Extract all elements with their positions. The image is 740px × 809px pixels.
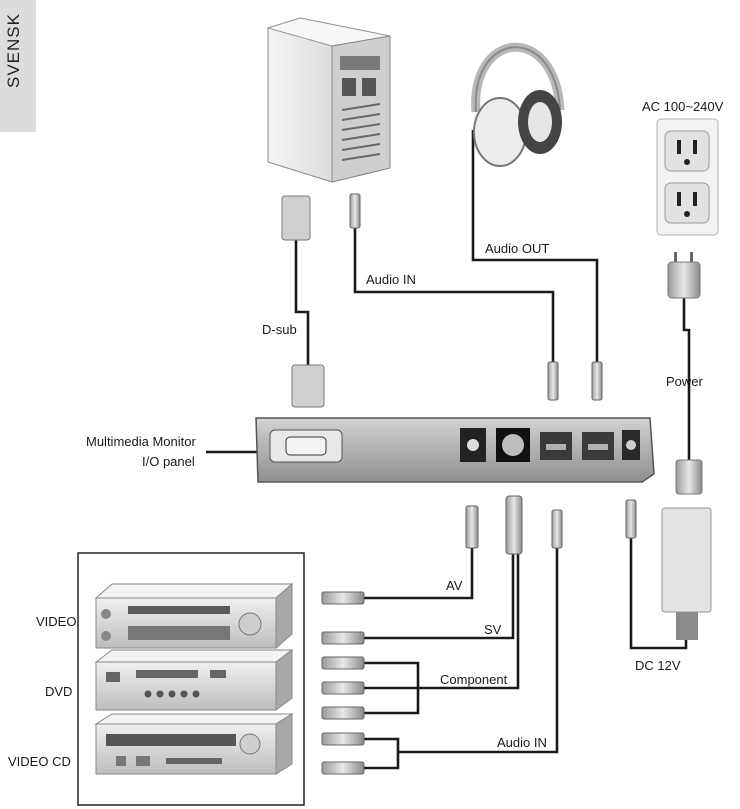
dsub-cable — [294, 238, 310, 365]
ac-power-label: AC 100~240V — [642, 99, 724, 114]
power-adapter-icon — [661, 459, 712, 640]
component-cable — [363, 554, 520, 715]
power-label: Power — [666, 374, 703, 389]
dc-label: DC 12V — [635, 658, 681, 673]
svideo-plug-icon — [321, 495, 523, 645]
audio-in-top-label: Audio IN — [366, 272, 416, 287]
video-label: VIDEO — [36, 614, 77, 629]
dvd-label: DVD — [45, 684, 73, 699]
vga-plug-icon — [281, 195, 325, 408]
sv-label: SV — [484, 622, 502, 637]
headphones-icon — [471, 42, 565, 167]
audio-out-label: Audio OUT — [485, 241, 550, 256]
vcd-player-icon — [94, 713, 294, 775]
sv-cable — [363, 554, 515, 640]
audio-out-cable — [471, 130, 599, 362]
audio-in-bottom-label: Audio IN — [497, 735, 547, 750]
dvd-player-icon — [94, 649, 294, 711]
audio-plug-icon — [349, 193, 637, 549]
ac-plug-icon — [667, 252, 701, 299]
rca-plug-icon — [321, 505, 479, 775]
wall-outlet-icon — [656, 118, 719, 236]
panel-label-line2: I/O panel — [142, 454, 195, 469]
audio-in-bottom-cable — [363, 548, 559, 770]
power-cable — [682, 298, 691, 460]
panel-label-line1: Multimedia Monitor — [86, 434, 196, 449]
av-label: AV — [446, 578, 463, 593]
cables — [206, 130, 691, 770]
av-cable — [363, 548, 474, 600]
io-panel — [255, 417, 655, 483]
dc-cable — [629, 538, 688, 650]
dsub-label: D-sub — [262, 322, 297, 337]
vcr-icon — [94, 582, 294, 650]
component-label: Component — [440, 672, 508, 687]
video-cd-label: VIDEO CD — [8, 754, 71, 769]
audio-in-top-cable — [353, 228, 555, 362]
side-tab: SVENSK — [0, 0, 36, 132]
pc-tower-icon — [266, 17, 391, 183]
